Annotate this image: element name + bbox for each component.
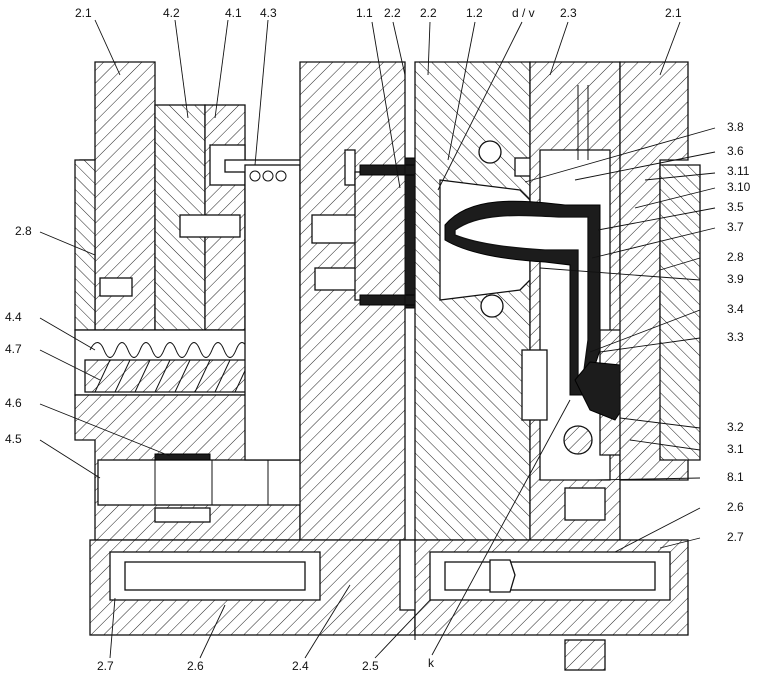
label-1-2: 1.2 [466, 6, 483, 20]
label-2-3: 2.3 [560, 6, 577, 20]
side-strip-left [74, 159, 133, 331]
part-labels: 2.1 4.2 4.1 4.3 1.1 2.2 2.2 1.2 d / v 2.… [5, 6, 751, 673]
label-3-11: 3.11 [727, 164, 750, 178]
label-2-7-left: 2.7 [97, 659, 114, 673]
label-3-8: 3.8 [727, 120, 744, 134]
label-3-7: 3.7 [727, 220, 744, 234]
label-2-2-b: 2.2 [420, 6, 437, 20]
label-d-v: d / v [512, 6, 535, 20]
label-3-2: 3.2 [727, 420, 744, 434]
label-2-6-left: 2.6 [187, 659, 204, 673]
label-2-6-right: 2.6 [727, 500, 744, 514]
label-2-4: 2.4 [292, 659, 309, 673]
label-8-1: 8.1 [727, 470, 744, 484]
label-2-2-a: 2.2 [384, 6, 401, 20]
label-3-9: 3.9 [727, 272, 744, 286]
lower-left-block [74, 394, 341, 541]
label-3-4: 3.4 [727, 302, 744, 316]
label-2-8-left: 2.8 [15, 224, 32, 238]
label-3-6: 3.6 [727, 144, 744, 158]
label-2-1-right: 2.1 [665, 6, 682, 20]
ejector-pin-column [244, 164, 301, 461]
label-3-10: 3.10 [727, 180, 751, 194]
label-4-6: 4.6 [5, 396, 22, 410]
label-2-7-right: 2.7 [727, 530, 744, 544]
label-3-5: 3.5 [727, 200, 744, 214]
label-4-7: 4.7 [5, 342, 22, 356]
label-4-5: 4.5 [5, 432, 22, 446]
cavity-plate-right [414, 61, 531, 541]
label-3-3: 3.3 [727, 330, 744, 344]
label-4-1: 4.1 [225, 6, 242, 20]
label-4-4: 4.4 [5, 310, 22, 324]
label-2-5: 2.5 [362, 659, 379, 673]
label-4-2: 4.2 [163, 6, 180, 20]
parting-line [404, 62, 416, 640]
bottom-plate-left [89, 539, 431, 636]
label-4-3: 4.3 [260, 6, 277, 20]
leader-lines [39, 19, 716, 659]
label-3-1: 3.1 [727, 442, 744, 456]
label-2-8-right: 2.8 [727, 250, 744, 264]
label-1-1: 1.1 [356, 6, 373, 20]
label-k: k [428, 656, 435, 670]
label-2-1-left: 2.1 [75, 6, 92, 20]
